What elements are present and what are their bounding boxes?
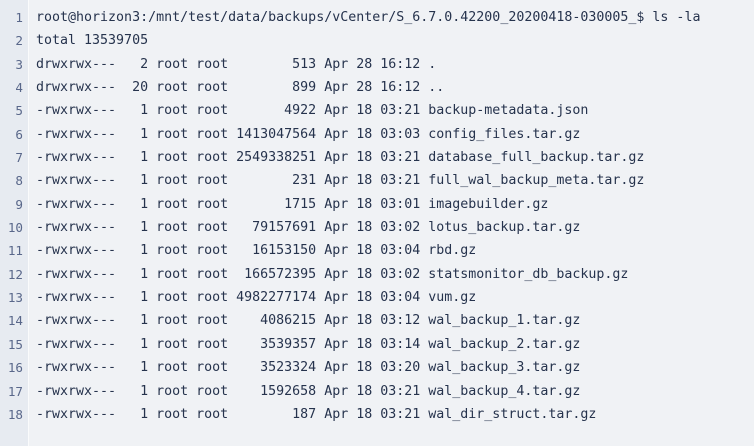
listing-row: drwxrwx--- 2 root root 513 Apr 28 16:12 … [36,56,437,72]
listing-row: -rwxrwx--- 1 root root 187 Apr 18 03:21 … [36,406,597,422]
listing-row: -rwxrwx--- 1 root root 2549338251 Apr 18… [36,150,645,166]
listing-row: -rwxrwx--- 1 root root 3539357 Apr 18 03… [36,336,581,352]
listing-row: -rwxrwx--- 1 root root 1413047564 Apr 18… [36,126,581,142]
line-number: 6 [15,126,23,142]
listing-row: -rwxrwx--- 1 root root 4982277174 Apr 18… [36,290,477,306]
line-number: 3 [15,56,23,72]
listing-row: -rwxrwx--- 1 root root 231 Apr 18 03:21 … [36,173,645,189]
line-number: 14 [7,313,23,329]
line-number: 7 [15,150,23,166]
listing-row: drwxrwx--- 20 root root 899 Apr 28 16:12… [36,80,445,96]
listing-row: -rwxrwx--- 1 root root 3523324 Apr 18 03… [36,360,581,376]
line-number: 17 [7,383,23,399]
line-number: 15 [7,336,23,352]
line-number: 4 [15,80,23,96]
line-number: 16 [7,360,23,376]
listing-row: -rwxrwx--- 1 root root 79157691 Apr 18 0… [36,220,581,236]
line-number: 2 [15,33,23,49]
listing-row: -rwxrwx--- 1 root root 16153150 Apr 18 0… [36,243,477,259]
listing-row: -rwxrwx--- 1 root root 166572395 Apr 18 … [36,266,629,282]
total-line: total 13539705 [36,33,149,49]
listing-row: -rwxrwx--- 1 root root 4086215 Apr 18 03… [36,313,581,329]
line-number: 12 [7,266,23,282]
line-number: 11 [7,243,23,259]
terminal-code-area[interactable]: root@horizon3:/mnt/test/data/backups/vCe… [29,0,754,446]
listing-row: -rwxrwx--- 1 root root 1592658 Apr 18 03… [36,383,581,399]
line-number: 5 [15,103,23,119]
line-number: 8 [15,173,23,189]
line-number: 13 [7,290,23,306]
line-number: 9 [15,196,23,212]
line-number: 18 [7,406,23,422]
line-number: 10 [7,220,23,236]
prompt-command-line: root@horizon3:/mnt/test/data/backups/vCe… [36,10,701,25]
listing-row: -rwxrwx--- 1 root root 4922 Apr 18 03:21… [36,103,589,119]
line-number: 1 [15,10,23,25]
listing-row: -rwxrwx--- 1 root root 1715 Apr 18 03:01… [36,196,549,212]
